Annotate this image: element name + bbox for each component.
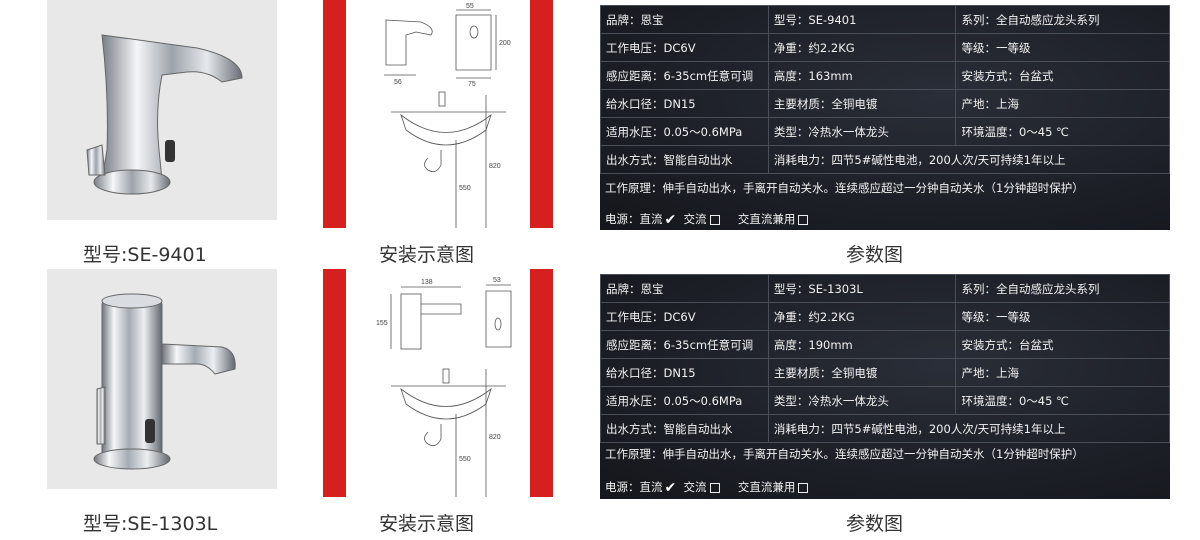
power-both: 交直流兼用 (737, 480, 796, 494)
checkbox-icon (709, 482, 720, 493)
param-table-se9401: 品牌：恩宝 型号：SE-9401 系列：全自动感应龙头系列 工作电压：DC6V … (600, 5, 1171, 230)
power-ac: 交流 (683, 212, 707, 226)
spec-height: 高度：163mm (767, 61, 957, 90)
spec-install: 安装方式：台盆式 (955, 61, 1170, 90)
spec-voltage: 工作电压：DC6V (600, 302, 769, 331)
checkmark-icon: ✔ (664, 479, 677, 496)
diagram-caption: 安装示意图 (379, 513, 475, 535)
spec-series: 系列：全自动感应龙头系列 (955, 5, 1170, 34)
spec-material: 主要材质：全铜电镀 (767, 89, 957, 118)
spec-temp: 环境温度：0～45 ℃ (955, 386, 1170, 415)
red-bar-right (530, 269, 553, 497)
dim-label: 820 (489, 434, 501, 441)
dim-label: 75 (468, 81, 476, 88)
spec-outflow: 出水方式：智能自动出水 (600, 414, 769, 443)
param-caption: 参数图 (846, 513, 904, 535)
spec-principle: 工作原理：伸手自动出水，手离开自动关水。连续感应超过一分钟自动关水（1分钟超时保… (605, 447, 1084, 461)
dim-label: 138 (421, 279, 433, 286)
spec-origin: 产地：上海 (955, 358, 1170, 387)
spec-series: 系列：全自动感应龙头系列 (955, 274, 1170, 303)
spec-type: 类型：冷热水一体龙头 (767, 386, 957, 415)
checkbox-icon (798, 214, 809, 225)
spec-height: 高度：190mm (767, 330, 957, 359)
spec-weight: 净重：约2.2KG (767, 302, 957, 331)
faucet-photo-se1303l (47, 269, 277, 489)
param-table-se1303l: 品牌：恩宝 型号：SE-1303L 系列：全自动感应龙头系列 工作电压：DC6V… (600, 274, 1171, 499)
spec-table: 品牌：恩宝 型号：SE-9401 系列：全自动感应龙头系列 工作电压：DC6V … (600, 5, 1171, 174)
spec-grade: 等级：一等级 (955, 33, 1170, 62)
install-diagram-se1303l: 138 53 155 820 550 (323, 269, 553, 497)
spec-grade: 等级：一等级 (955, 302, 1170, 331)
spec-brand: 品牌：恩宝 (600, 5, 769, 34)
spec-power-use: 消耗电力：四节5#碱性电池，200人次/天可持续1年以上 (767, 414, 1171, 443)
spec-outflow: 出水方式：智能自动出水 (600, 145, 769, 174)
checkmark-icon: ✔ (664, 211, 677, 228)
spec-temp: 环境温度：0～45 ℃ (955, 117, 1170, 146)
power-both: 交直流兼用 (737, 212, 796, 226)
dim-label: 155 (376, 320, 388, 327)
spec-sensing: 感应距离：6-35cm任意可调 (600, 61, 769, 90)
spec-weight: 净重：约2.2KG (767, 33, 957, 62)
power-label: 电源： (605, 212, 640, 226)
spec-inlet: 给水口径：DN15 (600, 358, 769, 387)
spec-install: 安装方式：台盆式 (955, 330, 1170, 359)
install-diagram-se9401: 55 200 75 56 820 550 (323, 0, 553, 228)
spec-model: 型号：SE-9401 (767, 5, 957, 34)
checkbox-icon (798, 482, 809, 493)
spec-table: 品牌：恩宝 型号：SE-1303L 系列：全自动感应龙头系列 工作电压：DC6V… (600, 274, 1171, 443)
diagram-caption: 安装示意图 (379, 244, 475, 266)
spec-power-source: 电源：直流✔ 交流 交直流兼用 (600, 479, 1175, 496)
dim-label: 56 (394, 79, 402, 86)
spec-power-source: 电源：直流✔ 交流 交直流兼用 (600, 211, 1175, 228)
dim-label: 200 (499, 40, 511, 47)
spec-model: 型号：SE-1303L (767, 274, 957, 303)
model-caption: 型号:SE-1303L (83, 513, 218, 535)
spec-type: 类型：冷热水一体龙头 (767, 117, 957, 146)
spec-material: 主要材质：全铜电镀 (767, 358, 957, 387)
spec-pressure: 适用水压：0.05～0.6MPa (600, 386, 769, 415)
dim-label: 53 (493, 277, 501, 284)
red-bar-left (323, 269, 346, 497)
power-dc: 直流 (639, 480, 663, 494)
checkbox-icon (709, 214, 720, 225)
red-bar-left (323, 0, 346, 228)
dim-label: 820 (489, 163, 501, 170)
spec-brand: 品牌：恩宝 (600, 274, 769, 303)
spec-pressure: 适用水压：0.05～0.6MPa (600, 117, 769, 146)
spec-sensing: 感应距离：6-35cm任意可调 (600, 330, 769, 359)
power-ac: 交流 (683, 480, 707, 494)
red-bar-right (530, 0, 553, 228)
power-label: 电源： (605, 480, 640, 494)
dim-label: 550 (459, 185, 471, 192)
spec-origin: 产地：上海 (955, 89, 1170, 118)
spec-principle: 工作原理：伸手自动出水，手离开自动关水。连续感应超过一分钟自动关水（1分钟超时保… (605, 181, 1084, 195)
param-caption: 参数图 (846, 244, 904, 266)
dim-label: 55 (466, 3, 474, 10)
dim-label: 550 (459, 456, 471, 463)
model-caption: 型号:SE-9401 (83, 244, 207, 266)
spec-voltage: 工作电压：DC6V (600, 33, 769, 62)
faucet-photo-se9401 (47, 0, 277, 220)
power-dc: 直流 (639, 212, 663, 226)
spec-power-use: 消耗电力：四节5#碱性电池，200人次/天可持续1年以上 (767, 145, 1171, 174)
spec-inlet: 给水口径：DN15 (600, 89, 769, 118)
